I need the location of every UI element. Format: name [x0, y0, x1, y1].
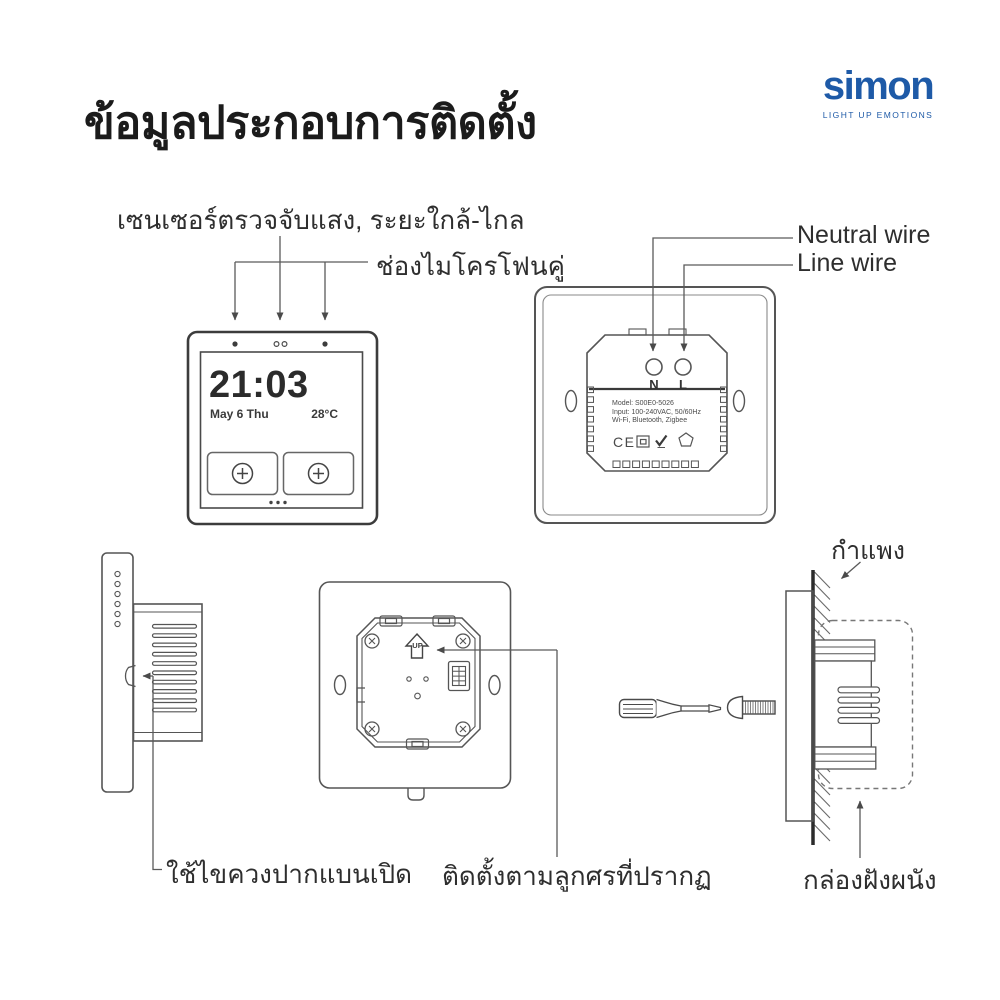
- side-notch: [356, 687, 365, 703]
- back-panel-drawing: [534, 286, 776, 524]
- neutral-wire-label: Neutral wire: [797, 221, 931, 249]
- mounting-bracket-drawing: [318, 581, 512, 801]
- screen-temperature: 28°C: [311, 407, 338, 421]
- spec-model: Model: S00E0-5026: [612, 400, 674, 407]
- screw-slot: [333, 674, 347, 696]
- terminal-l-hole: [674, 358, 692, 376]
- wall-section-drawing: [785, 561, 914, 858]
- neutral-wire-arrow-icon: [649, 237, 793, 352]
- embedded-box-drawing: [814, 639, 881, 770]
- side-leader-lines: [142, 672, 162, 871]
- vent-squares-bottom: [612, 460, 699, 468]
- ce-mark: CE: [613, 434, 636, 450]
- simon-logo-tagline: LIGHT UP EMOTIONS: [822, 110, 934, 120]
- double-insulation-icon: [636, 435, 650, 448]
- mic-hole: [273, 341, 280, 348]
- vent-squares-left: [587, 386, 594, 452]
- alignment-dots: [406, 676, 429, 700]
- screw-threads: [745, 701, 774, 714]
- front-leader-lines: [231, 236, 368, 321]
- wall-label: กำแพง: [831, 537, 905, 565]
- plus-icon: [231, 462, 254, 485]
- screwdriver-drawing: [618, 698, 722, 719]
- speaker-holes: [114, 570, 121, 628]
- page-dots-icon: [269, 500, 287, 505]
- screen-time: 21:03: [209, 364, 309, 406]
- proximity-sensor-dot: [322, 341, 328, 347]
- plus-icon: [307, 462, 330, 485]
- spec-wireless: Wi-Fi, Bluetooth, Zigbee: [612, 417, 688, 425]
- vent-squares-right: [720, 386, 727, 452]
- spec-block: Model: S00E0-5026 Input: 100-240VAC, 50/…: [612, 400, 701, 426]
- line-wire-arrow-icon: [680, 264, 793, 352]
- flat-blade-tip: [708, 704, 722, 713]
- screw-slot: [732, 389, 746, 413]
- screw-drawing: [726, 695, 776, 720]
- screen-widget-right: [282, 451, 355, 496]
- install-arrow-label: ติดตั้งตามลูกศรที่ปรากฏ: [442, 861, 712, 891]
- screw-slot: [488, 674, 501, 696]
- front-panel-drawing: [186, 330, 379, 526]
- simon-logo-wordmark: simon: [822, 64, 935, 108]
- terminal-n-hole: [645, 358, 663, 376]
- screen-date: May 6 Thu: [210, 407, 269, 421]
- connector-block: [447, 660, 471, 692]
- sensor-label: เซนเซอร์ตรวจจับแสง, ระยะใกล้-ไกล: [117, 205, 525, 235]
- mic-hole: [281, 341, 288, 348]
- terminal-l-label: L: [679, 377, 687, 392]
- bracket-leader-lines: [436, 646, 558, 857]
- wall-pointer-arrow-icon: [841, 561, 861, 579]
- up-arrow-icon: [404, 632, 430, 659]
- top-clips: [379, 615, 456, 750]
- microphone-label: ช่องไมโครโฟนคู่: [376, 251, 566, 281]
- screen-outline: [199, 351, 364, 509]
- bottom-tab: [407, 788, 425, 801]
- page-title: ข้อมูลประกอบการติดตั้ง: [84, 97, 537, 148]
- screw-slot: [564, 389, 578, 413]
- light-sensor-dot: [232, 341, 238, 347]
- heatsink-fins: [151, 623, 198, 713]
- release-clip: [124, 664, 136, 688]
- wire-leader-lines: [649, 237, 793, 352]
- spec-input: Input: 100-240VAC, 50/60Hz: [612, 408, 701, 416]
- pentagon-icon: [678, 432, 694, 447]
- screen-widget-left: [206, 451, 279, 496]
- side-view-drawing: [101, 552, 203, 793]
- line-wire-label: Line wire: [797, 249, 898, 277]
- simon-logo: simon LIGHT UP EMOTIONS: [820, 66, 936, 120]
- terminal-n-label: N: [649, 377, 659, 392]
- panel-profile: [785, 590, 814, 822]
- certification-check-icon: [655, 434, 668, 448]
- wall-box-label: กล่องฝังผนัง: [803, 865, 937, 895]
- screwdriver-open-label: ใช้ไขควงปากแบนเปิด: [166, 859, 413, 889]
- screw-hole: [364, 633, 471, 737]
- up-arrow-label: UP: [412, 641, 423, 650]
